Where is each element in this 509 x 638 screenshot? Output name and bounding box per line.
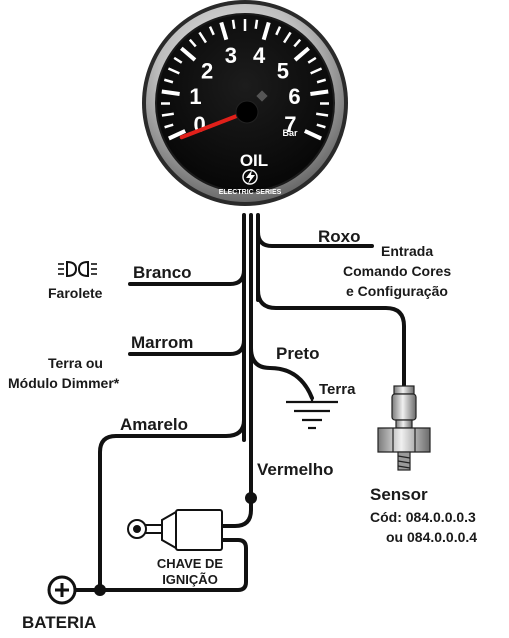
label-marrom: Marrom: [131, 333, 193, 352]
gauge-tick: [161, 112, 174, 117]
gauge-number: 7: [284, 112, 296, 137]
amarelo-wire: [98, 418, 246, 592]
label-vermelho: Vermelho: [257, 460, 334, 479]
ignition-return-wire: [72, 538, 248, 592]
gauge-tick: [293, 38, 302, 48]
preto-wire: [249, 346, 314, 400]
gauge-series: ELECTRIC SERIES: [219, 189, 282, 196]
splice-dot-battery: [94, 584, 106, 596]
label-roxo-line2: Comando Cores: [343, 263, 451, 279]
label-marrom-line2: Módulo Dimmer*: [8, 375, 120, 391]
label-roxo-line3: e Configuração: [346, 283, 448, 299]
sensor-title: Sensor: [370, 485, 428, 504]
ignition-label-2: IGNIÇÃO: [162, 572, 218, 587]
label-marrom-line1: Terra ou: [48, 355, 103, 371]
label-farolete: Farolete: [48, 285, 103, 301]
gauge-tick: [167, 67, 180, 75]
battery-label: BATERIA: [22, 613, 96, 632]
sensor-wire: [256, 288, 406, 388]
gauge-tick: [163, 78, 174, 84]
gauge-tick: [164, 123, 174, 129]
label-branco: Branco: [133, 263, 192, 282]
gauge-tick: [168, 129, 187, 141]
sensor-code-2: ou 084.0.0.0.4: [386, 529, 477, 545]
gauge-tick: [254, 19, 259, 29]
sensor-code-1: Cód: 084.0.0.0.3: [370, 509, 476, 525]
gauge-number: 6: [288, 84, 300, 109]
vermelho-wire: [220, 496, 253, 528]
gauge-tick: [316, 78, 327, 84]
gauge-number: 2: [201, 58, 213, 83]
label-terra: Terra: [319, 381, 356, 398]
roxo-wire: [256, 230, 374, 248]
marrom-wire: [128, 338, 246, 356]
gauge-tick: [316, 112, 329, 117]
gauge-ticks: [160, 19, 330, 141]
gauge-unit: Bar: [282, 128, 298, 138]
gauge-number: 5: [277, 58, 289, 83]
branco-wire: [128, 268, 246, 286]
needle-hub: [235, 100, 259, 124]
gauge-tick: [310, 67, 323, 75]
gauge-tick: [275, 26, 282, 36]
headlight-icon: [58, 260, 97, 278]
label-preto: Preto: [276, 344, 319, 363]
gauge-number: 3: [225, 43, 237, 68]
battery-plus-icon: [47, 575, 77, 605]
ignition-label-1: CHAVE DE: [157, 556, 224, 571]
gauge-tick: [161, 89, 180, 96]
gauge-name: OIL: [240, 151, 268, 170]
lightning-bolt-icon: [242, 169, 258, 185]
gauge-tick: [231, 19, 236, 29]
gauge-tick: [173, 56, 183, 64]
gauge-tick: [180, 46, 197, 62]
gauge-tick: [261, 21, 271, 41]
gauge-tick: [188, 38, 197, 48]
label-roxo: Roxo: [318, 227, 361, 246]
key-icon: [127, 509, 223, 551]
oil-pressure-sensor: [377, 385, 431, 471]
gauge-tick: [293, 46, 310, 62]
splice-dot-vermelho: [245, 492, 257, 504]
gauge-number: 1: [189, 84, 201, 109]
gauge-tick: [219, 21, 229, 41]
gauge-tick: [303, 129, 322, 141]
gauge-needle: [179, 110, 249, 140]
label-amarelo: Amarelo: [120, 415, 188, 434]
gauge-number: 4: [253, 43, 266, 68]
gauge-tick: [283, 31, 292, 44]
wires: [72, 213, 406, 592]
gauge-tick: [307, 56, 317, 64]
label-roxo-line1: Entrada: [381, 243, 433, 259]
ground-icon: [286, 398, 338, 430]
gauge-tick: [316, 123, 326, 129]
gauge-tick: [208, 26, 215, 36]
gauge-tick: [310, 89, 329, 96]
gauge-tick: [198, 31, 207, 44]
